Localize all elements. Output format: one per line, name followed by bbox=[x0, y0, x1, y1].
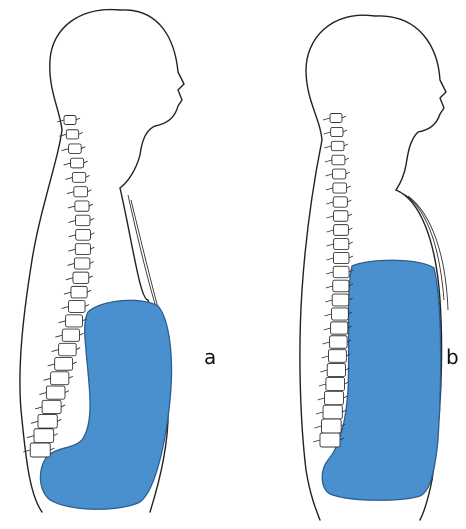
figure-b-spine-vertebra bbox=[326, 377, 345, 390]
figure-a-spine-vertebra bbox=[59, 343, 77, 355]
figure-a-spine-vertebra bbox=[74, 258, 89, 269]
figure-a-spine-vertebra bbox=[69, 301, 86, 313]
figure-b-spine-vertebra bbox=[332, 169, 345, 179]
figure-a-spine-vertebra bbox=[76, 215, 90, 226]
figure-a-spine-vertebra bbox=[42, 400, 61, 413]
figure-b-spine-vertebra bbox=[332, 155, 345, 165]
figure-a-spine-vertebra bbox=[62, 329, 79, 341]
figure-a-spine-vertebra bbox=[73, 272, 89, 283]
figure-a-spine bbox=[23, 116, 94, 458]
figure-b-spine-vertebra bbox=[330, 114, 342, 123]
figure-b-spine-vertebra bbox=[328, 350, 346, 363]
figure-a-spine-vertebra bbox=[66, 315, 83, 327]
figure-a-spine-vertebra bbox=[76, 229, 91, 240]
figure-a-spine-vertebra bbox=[71, 158, 84, 168]
figure-b-spine-vertebra bbox=[333, 211, 347, 222]
figure-a-spine-vertebra bbox=[75, 244, 90, 255]
figure-b-spine-vertebra bbox=[320, 433, 340, 447]
figure-a-spine-vertebra bbox=[30, 443, 50, 457]
figure-b-spine-vertebra bbox=[331, 141, 344, 150]
figure-b-spine-vertebra bbox=[322, 419, 342, 433]
figure-b-spine-vertebra bbox=[327, 364, 345, 377]
panel-label-b: b bbox=[446, 345, 459, 369]
figure-b-spine-vertebra bbox=[334, 225, 349, 236]
figure-b-spine-vertebra bbox=[333, 266, 349, 277]
figure-b-spine-vertebra bbox=[332, 294, 349, 306]
figure-b-spine-vertebra bbox=[331, 308, 348, 320]
figure-b-spine-vertebra bbox=[331, 322, 348, 334]
figure-a-spine-vertebra bbox=[74, 187, 88, 197]
figure-a-spine-vertebra bbox=[66, 130, 78, 139]
figure-a-spine-vertebra bbox=[75, 201, 89, 211]
figure-b-spine-vertebra bbox=[333, 252, 348, 263]
figure-b-spine-vertebra bbox=[323, 405, 342, 419]
figure-b bbox=[300, 15, 448, 520]
figure-b-spine-vertebra bbox=[324, 391, 343, 404]
figure-a-spine-vertebra bbox=[55, 358, 73, 371]
figure-b-spine-vertebra bbox=[331, 127, 343, 136]
figure-a-spine-vertebra bbox=[72, 172, 85, 182]
figure-b-spine-vertebra bbox=[333, 197, 347, 207]
figure-a-spine-vertebra bbox=[71, 286, 87, 298]
figure-a-spine-vertebra bbox=[34, 429, 54, 443]
figure-a bbox=[20, 10, 184, 512]
panel-label-a: a bbox=[204, 345, 216, 369]
figure-a-spine-vertebra bbox=[69, 144, 82, 153]
figure-a-spine-vertebra bbox=[64, 116, 76, 125]
figure-b-spine-vertebra bbox=[333, 183, 347, 193]
figure-a-spine-vertebra bbox=[51, 372, 69, 385]
figure-a-spine-vertebra bbox=[46, 386, 65, 399]
figure-b-spine-vertebra bbox=[334, 239, 349, 250]
figure-b-spine-vertebra bbox=[330, 336, 348, 348]
figure-b-spine-vertebra bbox=[333, 280, 349, 292]
figure-a-spine-vertebra bbox=[38, 415, 57, 429]
